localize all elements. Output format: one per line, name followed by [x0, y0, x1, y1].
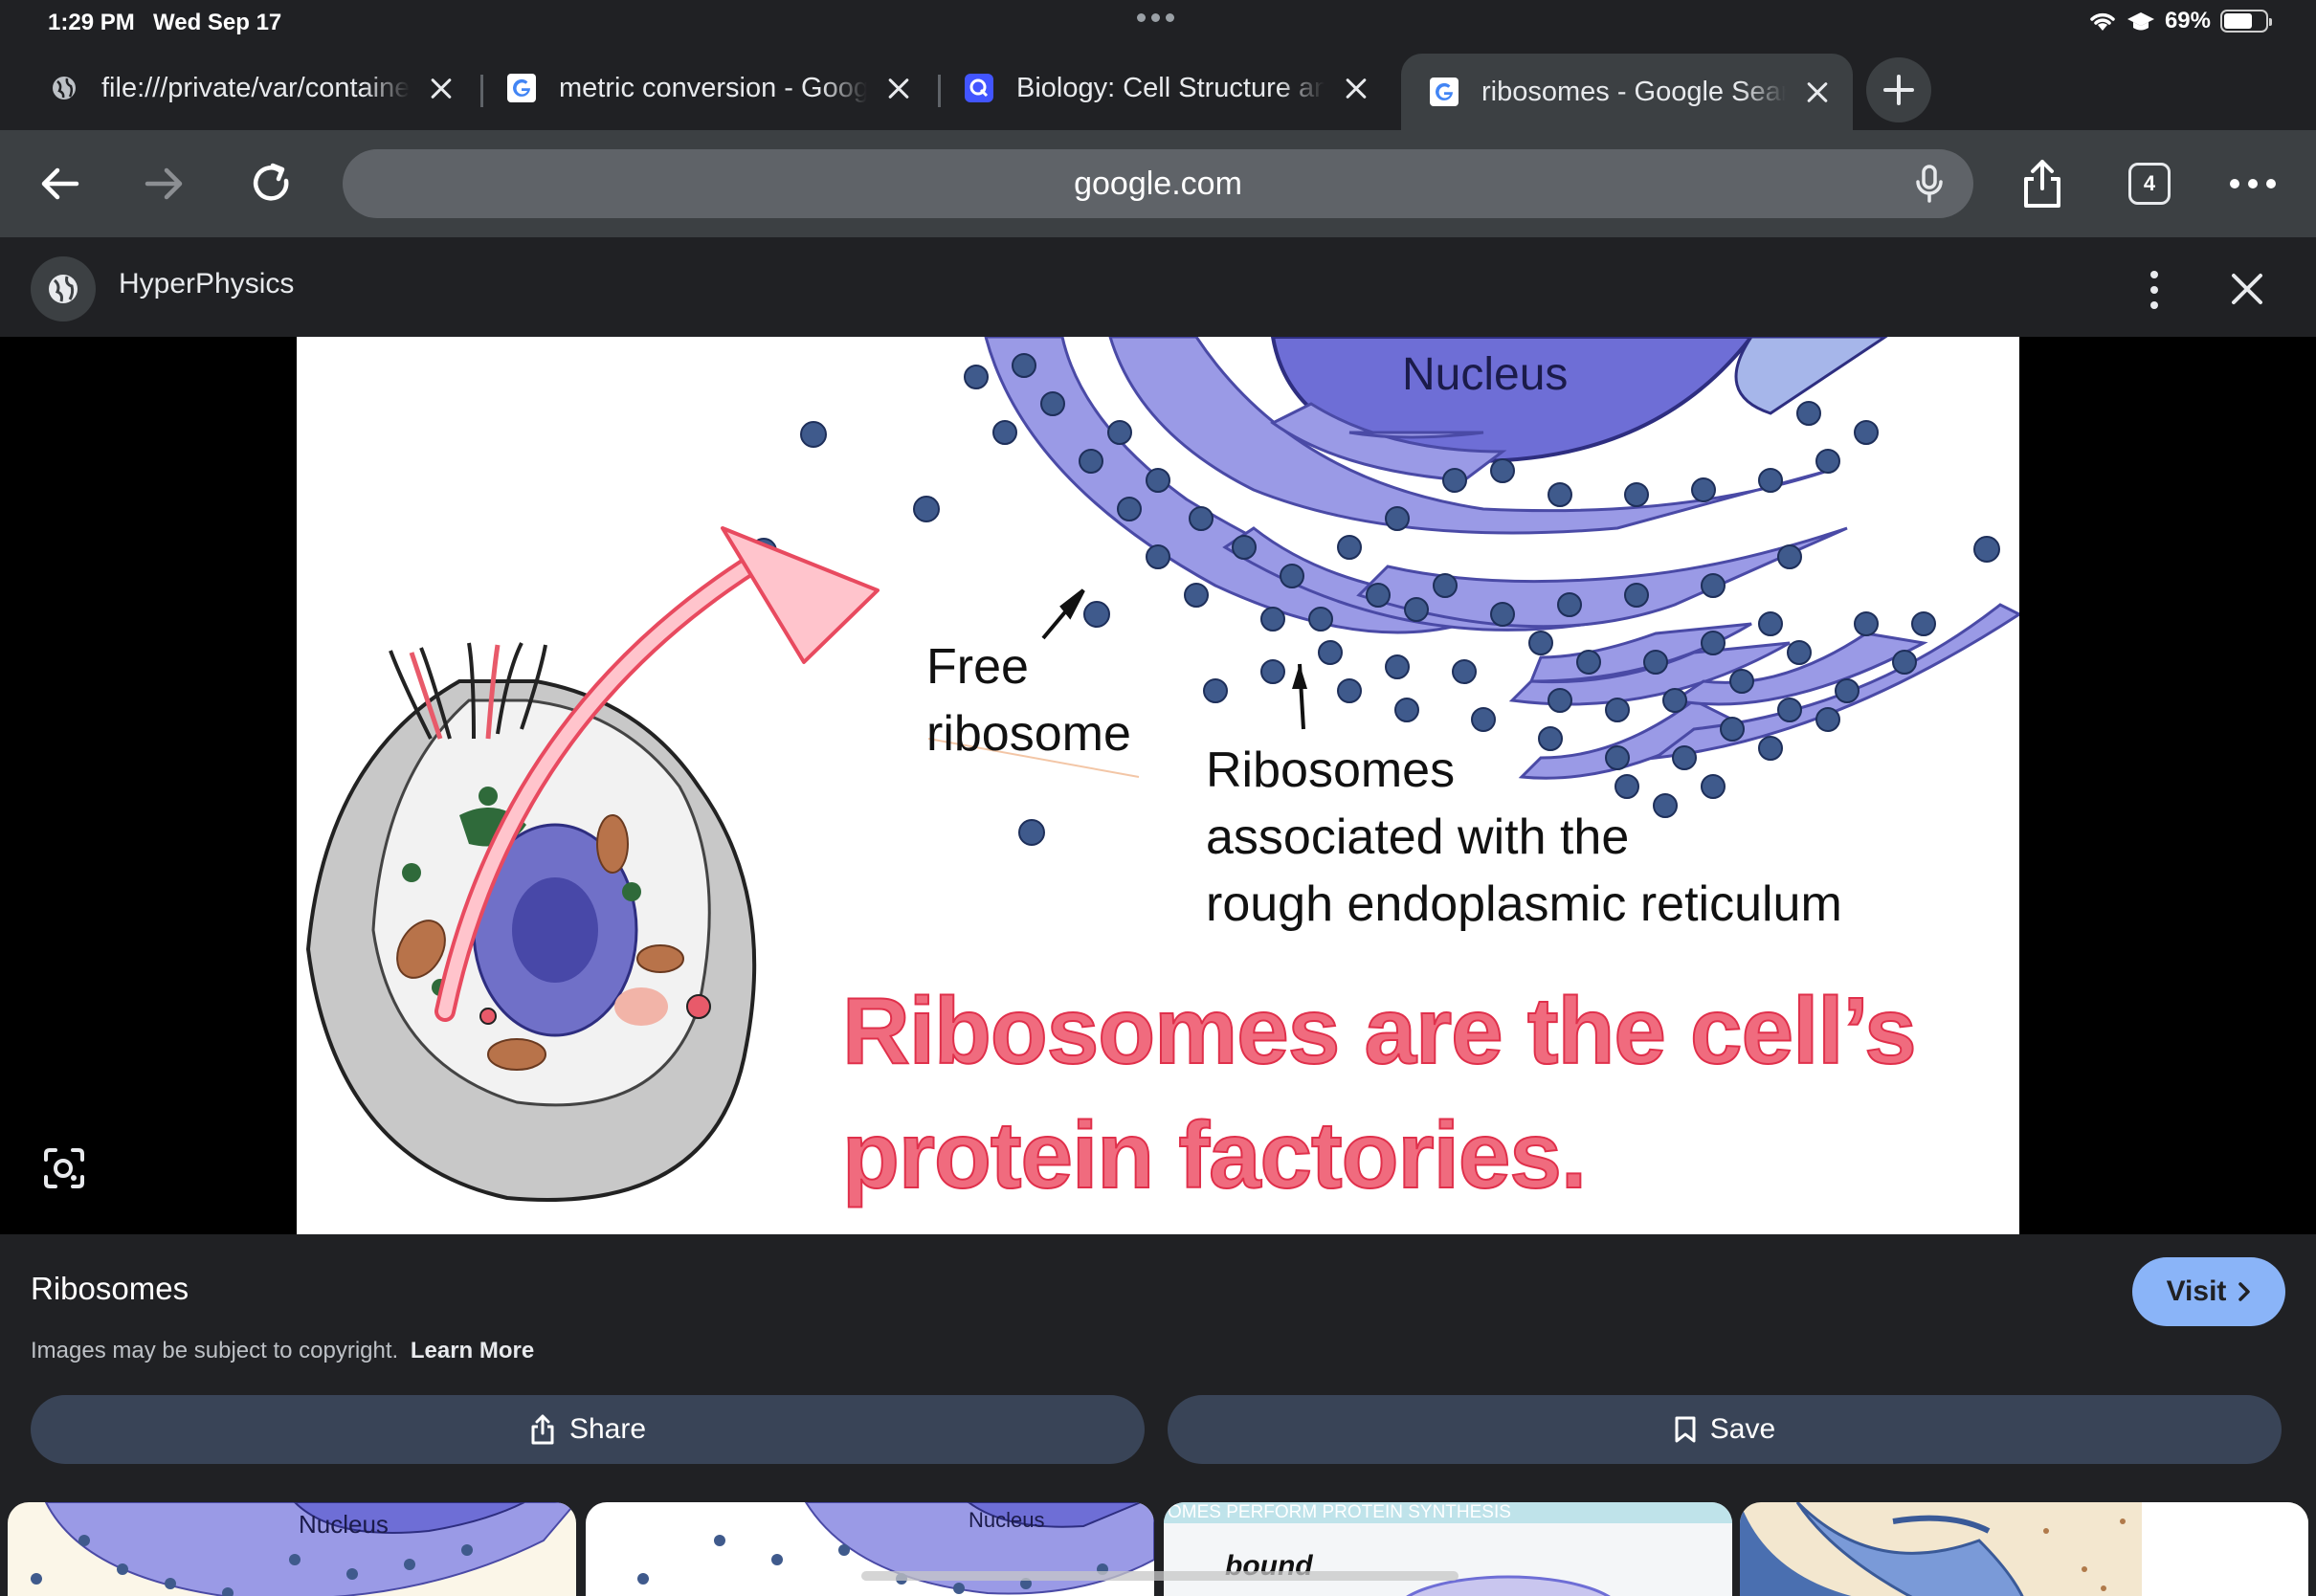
reload-icon — [253, 163, 289, 201]
forward-button[interactable] — [138, 157, 191, 211]
more-vertical-icon[interactable] — [2140, 266, 2169, 314]
tab-close-icon[interactable] — [1338, 71, 1372, 105]
tab-metric-conversion[interactable]: metric conversion - Google Search — [479, 54, 934, 122]
arrow-left-icon — [41, 167, 79, 200]
share-icon — [2024, 160, 2060, 208]
status-date: Wed Sep 17 — [153, 10, 282, 35]
bookmark-icon — [1675, 1416, 1696, 1443]
status-bar: 1:29 PM Wed Sep 17 69% — [0, 0, 2316, 46]
learn-more-link[interactable]: Learn More — [410, 1338, 535, 1363]
related-image-2[interactable]: Nucleus — [586, 1502, 1154, 1596]
tab-separator — [480, 75, 483, 107]
label-protein-factories: Ribosomes are the cell’s protein factori… — [841, 977, 1918, 1208]
more-options-button[interactable] — [2226, 157, 2280, 211]
close-icon[interactable] — [2226, 268, 2268, 310]
related-image-3[interactable]: OMES PERFORM PROTEIN SYNTHESIS bound — [1164, 1502, 1732, 1596]
tab-close-icon[interactable] — [880, 71, 915, 105]
tab-file[interactable]: file:///private/var/containers — [21, 54, 477, 122]
more-horizontal-icon — [2230, 179, 2276, 188]
home-indicator[interactable] — [861, 1571, 1459, 1581]
visit-button[interactable]: Visit — [2132, 1257, 2285, 1326]
graduation-cap-icon — [2127, 12, 2154, 31]
quizlet-icon — [965, 74, 993, 102]
tab-count: 4 — [2128, 163, 2171, 205]
google-lens-icon[interactable] — [42, 1146, 86, 1190]
label-free-ribosome: Free ribosome — [926, 639, 1131, 762]
tab-switcher-button[interactable]: 4 — [2123, 157, 2176, 211]
label-rer-ribosomes: Ribosomes associated with the rough endo… — [1206, 743, 1842, 932]
image-title: Ribosomes — [31, 1271, 189, 1306]
image-viewer: Nucleus Free ribosome Ribosomes associat… — [0, 337, 2316, 1234]
address-bar[interactable]: google.com — [343, 149, 1973, 218]
share-icon — [531, 1414, 554, 1445]
globe-icon — [50, 74, 78, 102]
tab-biology-cell-structure[interactable]: Biology: Cell Structure and Function — [936, 54, 1392, 122]
reload-button[interactable] — [245, 157, 299, 211]
plus-icon — [1883, 75, 1914, 105]
battery-percent: 69% — [2164, 8, 2211, 33]
chevron-right-icon — [2238, 1282, 2251, 1301]
back-button[interactable] — [33, 157, 86, 211]
related-image-4[interactable] — [1740, 1502, 2308, 1596]
ribosome-diagram-image[interactable]: Nucleus Free ribosome Ribosomes associat… — [297, 337, 2019, 1234]
tab-title: file:///private/var/containers — [101, 72, 410, 103]
tab-title: ribosomes - Google Search — [1481, 76, 1786, 107]
google-icon — [507, 74, 536, 102]
image-details-sheet: Ribosomes Visit Images may be subject to… — [0, 1234, 2316, 1596]
site-name[interactable]: HyperPhysics — [119, 268, 295, 299]
url-text: google.com — [1074, 165, 1242, 202]
globe-icon — [49, 275, 78, 303]
share-button[interactable] — [2015, 157, 2069, 211]
related-image-1[interactable]: Nucleus — [8, 1502, 576, 1596]
image-viewer-header: HyperPhysics — [0, 237, 2316, 337]
site-favicon — [31, 256, 96, 321]
microphone-icon[interactable] — [1906, 161, 1952, 207]
tab-separator — [938, 75, 941, 107]
status-indicators: 69% — [2088, 8, 2272, 34]
save-label: Save — [1709, 1413, 1776, 1445]
tab-title: metric conversion - Google Search — [559, 72, 867, 103]
browser-toolbar: google.com 4 — [0, 130, 2316, 237]
tab-close-icon[interactable] — [1799, 75, 1834, 109]
tab-close-icon[interactable] — [423, 71, 457, 105]
tab-strip: file:///private/var/containers metric co… — [0, 46, 2316, 130]
battery-icon — [2220, 10, 2272, 33]
status-time: 1:29 PM — [48, 10, 135, 35]
multitasking-dots-icon[interactable] — [1137, 13, 1174, 22]
arrow-right-icon — [145, 167, 183, 200]
visit-label: Visit — [2166, 1275, 2227, 1307]
tab-ribosomes[interactable]: ribosomes - Google Search — [1401, 54, 1853, 130]
share-label: Share — [568, 1413, 647, 1445]
google-icon — [1430, 78, 1459, 106]
share-image-button[interactable]: Share — [31, 1395, 1145, 1464]
copyright-notice: Images may be subject to copyright. Lear… — [31, 1338, 535, 1363]
tab-title: Biology: Cell Structure and Function — [1016, 72, 1325, 103]
ribosome-diagram — [305, 337, 2019, 1202]
related-images: Nucleus Nucleus OMES PERFORM PROTEIN SYN… — [0, 1502, 2316, 1596]
new-tab-button[interactable] — [1866, 57, 1931, 122]
wifi-icon — [2090, 12, 2115, 31]
save-image-button[interactable]: Save — [1168, 1395, 2282, 1464]
label-nucleus: Nucleus — [1402, 349, 1569, 400]
